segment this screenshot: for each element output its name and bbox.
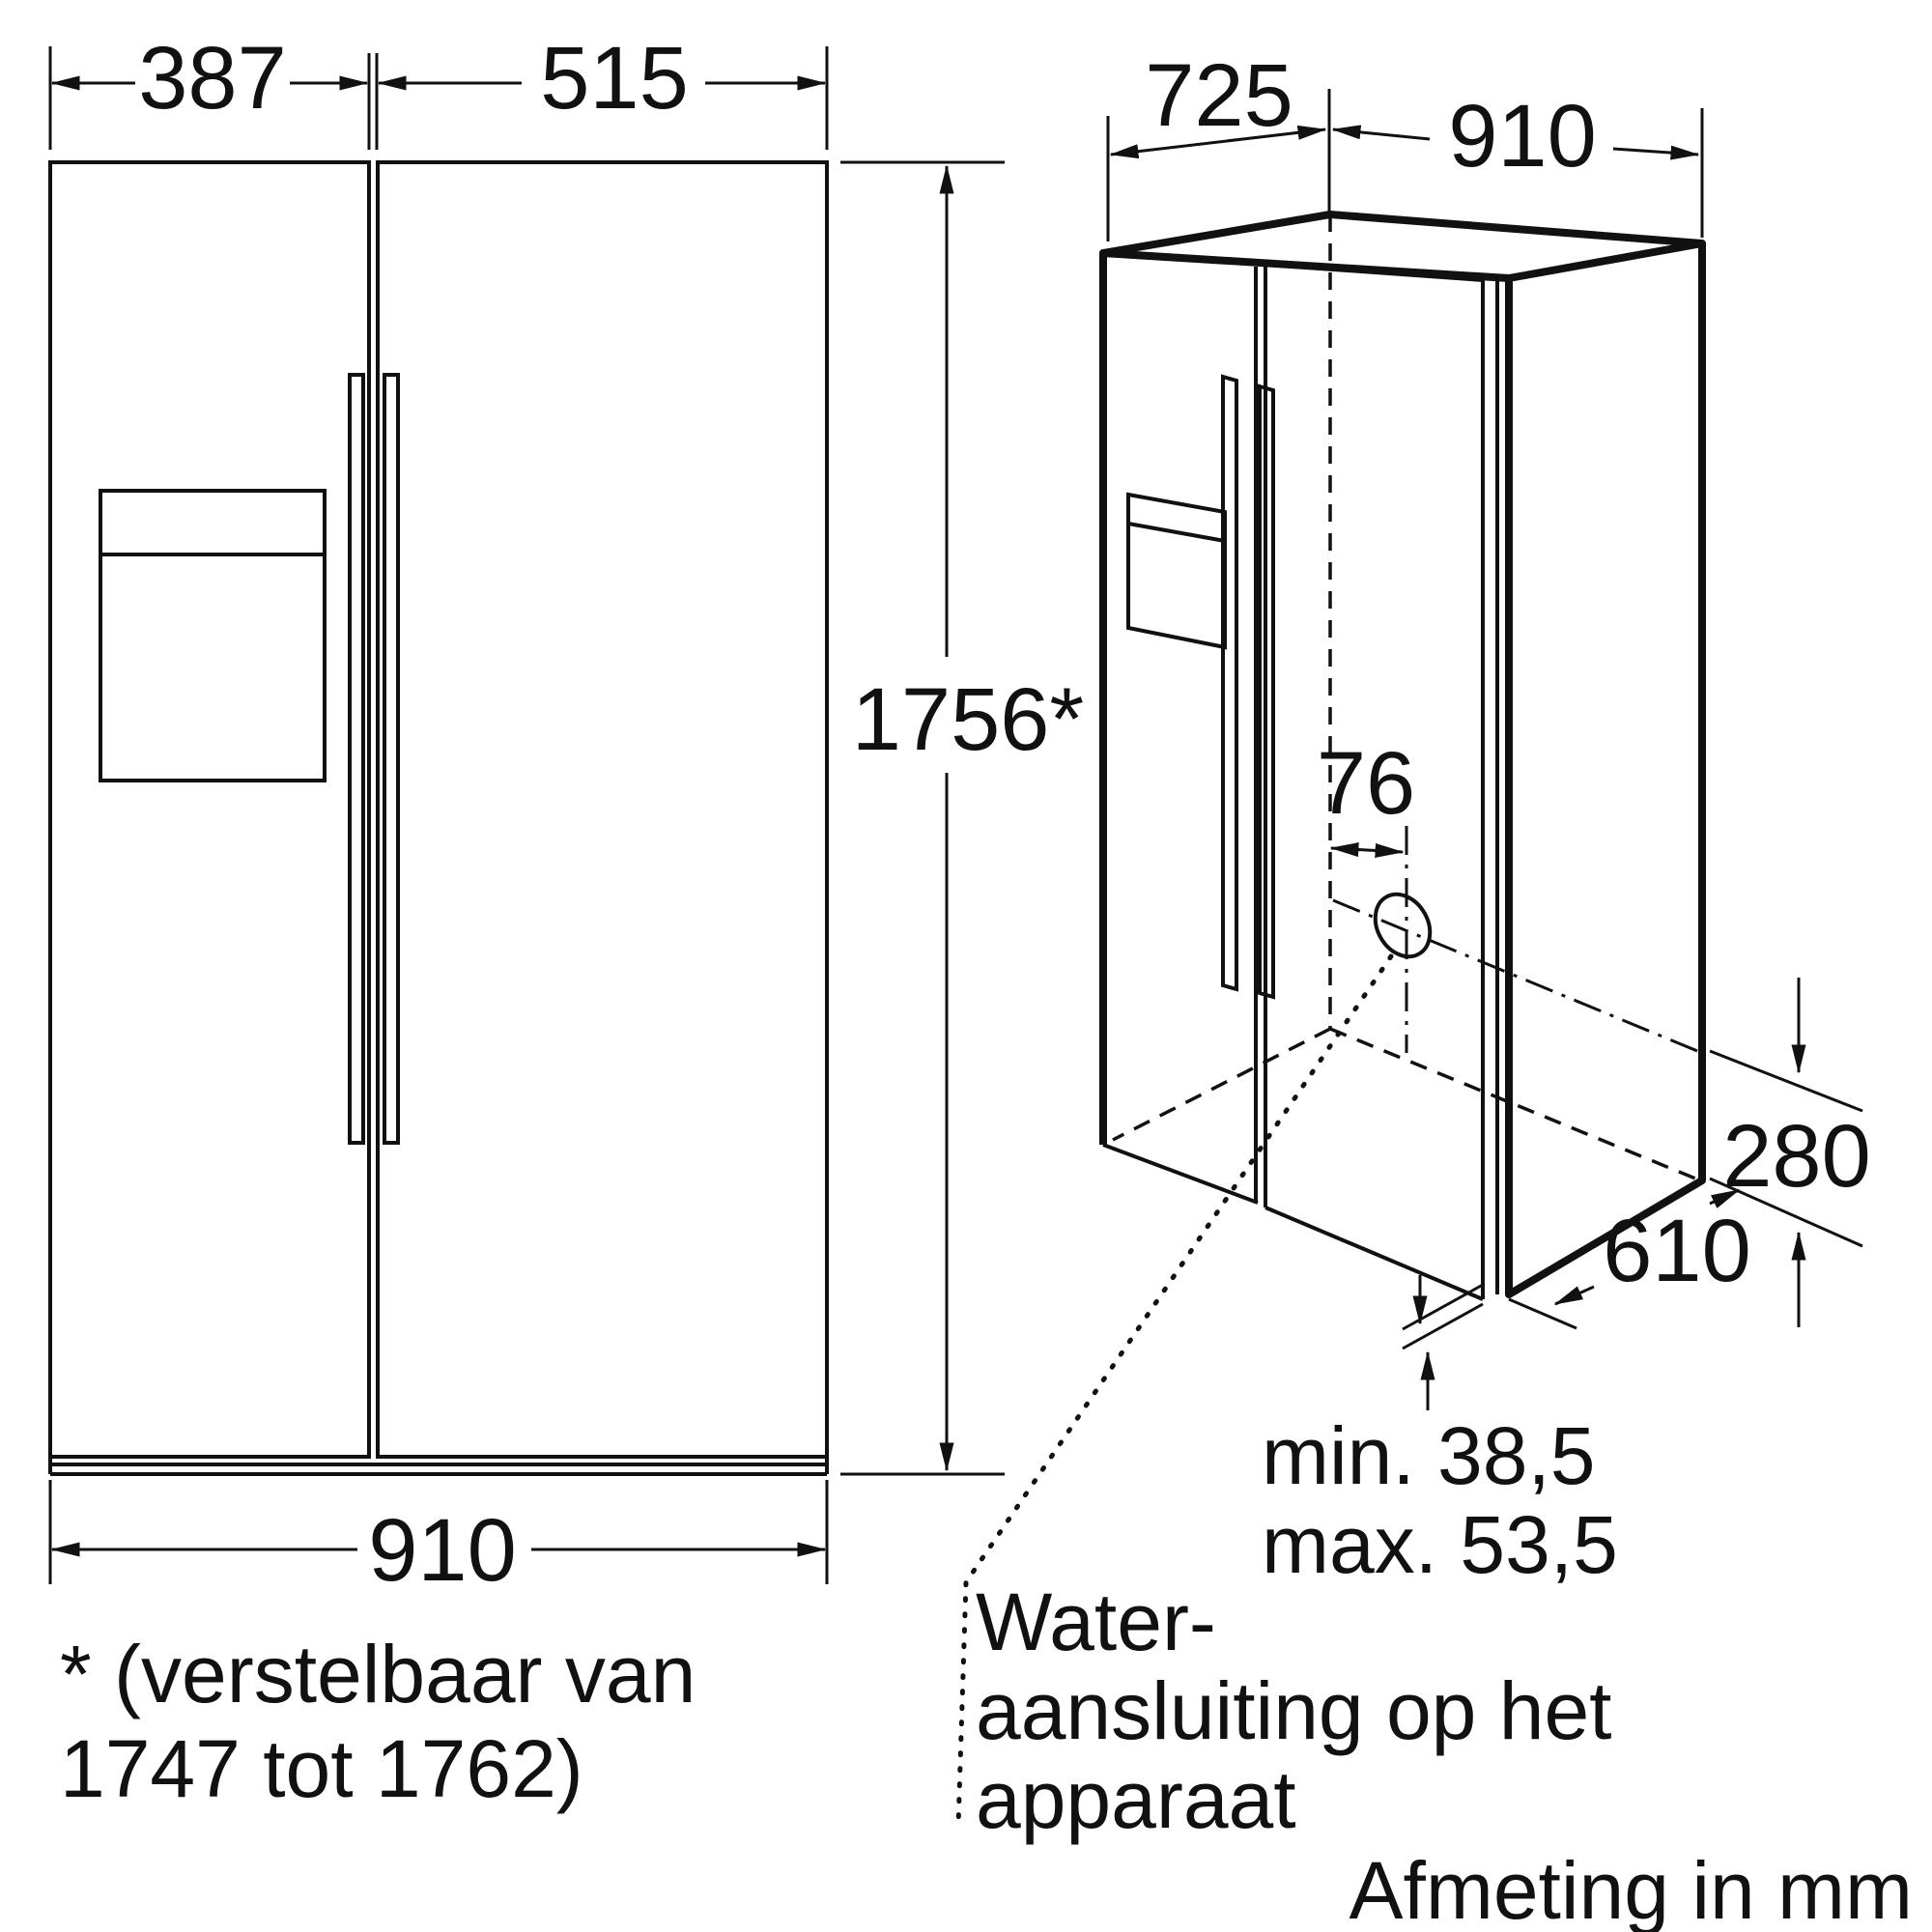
dim-arrow-depth (1109, 125, 1327, 159)
side-face (1505, 243, 1706, 1298)
front-top-edge (1102, 251, 1484, 282)
water-connection-leader (955, 953, 1394, 1829)
water-label-line-1: Water- (976, 1577, 1216, 1667)
dim-label-width: 910 (368, 1501, 517, 1600)
extension-line (1709, 1049, 1863, 1113)
right-door (376, 160, 829, 1459)
iso-left-handle (1221, 374, 1238, 992)
water-connection-point (1373, 892, 1433, 959)
front-bottom-left (1102, 1143, 1259, 1205)
top-face (1099, 211, 1706, 282)
dim-label-right-door: 515 (540, 29, 689, 128)
front-bottom-right (1264, 1206, 1484, 1301)
ice-water-dispenser (99, 489, 327, 782)
water-label-line-2: aansluiting op het (976, 1665, 1612, 1756)
water-label-line-3: apparaat (976, 1754, 1296, 1845)
dim-label-height: 1756* (852, 670, 1084, 769)
right-handle (383, 373, 400, 1145)
footnote-line-2: 1747 tot 1762) (60, 1723, 583, 1814)
centerline (1332, 898, 1703, 1055)
footnote-line-1: * (verstelbaar van (60, 1629, 696, 1719)
iso-dispenser (1126, 492, 1227, 650)
units-label: Afmeting in mm (1350, 1845, 1914, 1932)
dim-arrow-offset (1329, 842, 1405, 858)
dim-label-offset: 76 (1317, 734, 1415, 833)
dim-label-left-door: 387 (138, 29, 287, 128)
extension-line (1508, 1297, 1577, 1330)
dim-arrow-iso-width (1331, 125, 1431, 141)
dim-arrow-iso-width (1612, 145, 1700, 160)
front-view: 387 515 1756* 910 * (verstelbaar van 1 (48, 29, 1084, 1814)
dim-label-connection-height: 280 (1722, 1107, 1871, 1206)
dim-label-connection-depth: 610 (1603, 1202, 1751, 1300)
isometric-view: 725 910 76 (955, 46, 1914, 1932)
hidden-bottom-edge (1329, 1027, 1701, 1182)
iso-dispenser-panel (1127, 522, 1226, 543)
gap-min-label: min. 38,5 (1262, 1410, 1596, 1501)
iso-right-handle (1258, 384, 1275, 1000)
extension-line (1402, 1283, 1484, 1331)
left-handle (348, 373, 365, 1145)
dim-label-depth: 725 (1145, 46, 1293, 145)
dim-label-iso-width: 910 (1448, 87, 1597, 185)
gap-max-label: max. 53,5 (1262, 1499, 1618, 1590)
extension-line (1402, 1302, 1484, 1350)
hidden-bottom-edge (1112, 1027, 1331, 1142)
dim-arrow-610 (1709, 1188, 1741, 1208)
dim-arrow-610 (1553, 1285, 1595, 1306)
left-door (48, 160, 371, 1459)
